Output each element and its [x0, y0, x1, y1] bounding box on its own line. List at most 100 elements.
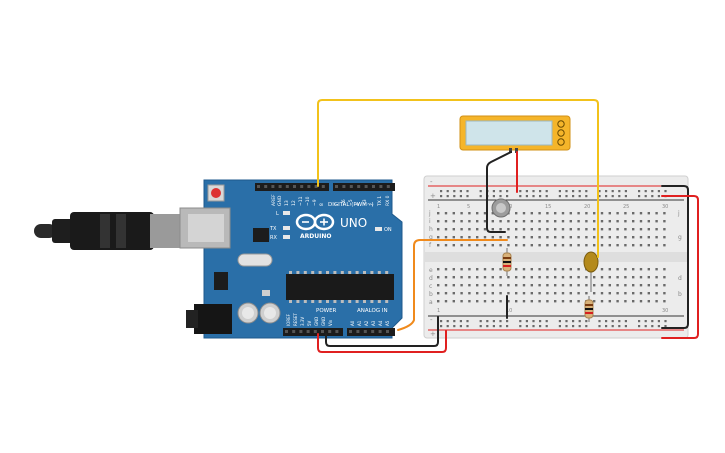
breadboard-rail-hole[interactable] [585, 190, 588, 193]
header-pin[interactable] [335, 185, 338, 188]
breadboard-hole[interactable] [647, 276, 650, 279]
breadboard-hole[interactable] [639, 276, 643, 279]
breadboard-hole[interactable] [569, 228, 572, 231]
breadboard-rail-hole[interactable] [453, 325, 456, 328]
breadboard-rail-hole[interactable] [578, 190, 581, 193]
breadboard-hole[interactable] [585, 244, 588, 247]
breadboard-hole[interactable] [546, 276, 549, 279]
breadboard-rail-hole[interactable] [532, 190, 535, 193]
breadboard-hole[interactable] [483, 228, 487, 231]
breadboard-hole[interactable] [593, 284, 596, 287]
breadboard-hole[interactable] [530, 268, 533, 271]
breadboard-hole[interactable] [491, 212, 494, 215]
breadboard-hole[interactable] [483, 236, 487, 239]
breadboard-hole[interactable] [452, 292, 455, 295]
breadboard-hole[interactable] [616, 300, 619, 303]
breadboard-hole[interactable] [444, 236, 448, 239]
breadboard-rail-hole[interactable] [585, 195, 588, 198]
breadboard-hole[interactable] [593, 236, 596, 239]
breadboard-hole[interactable] [522, 300, 526, 303]
breadboard-hole[interactable] [577, 268, 580, 271]
breadboard-hole[interactable] [561, 284, 565, 287]
breadboard-hole[interactable] [483, 292, 487, 295]
breadboard-hole[interactable] [569, 244, 572, 247]
breadboard-hole[interactable] [663, 300, 666, 303]
resistor[interactable] [502, 248, 512, 276]
breadboard-rail-hole[interactable] [532, 195, 535, 198]
resistor[interactable] [584, 296, 594, 322]
breadboard-hole[interactable] [624, 244, 627, 247]
breadboard-hole[interactable] [538, 300, 541, 303]
reset-button-cap[interactable] [211, 188, 221, 198]
breadboard-hole[interactable] [663, 276, 666, 279]
breadboard-hole[interactable] [608, 276, 611, 279]
breadboard-rail-hole[interactable] [519, 325, 522, 328]
breadboard-hole[interactable] [491, 236, 494, 239]
breadboard-hole[interactable] [624, 276, 627, 279]
breadboard-rail-hole[interactable] [519, 320, 522, 323]
breadboard-hole[interactable] [538, 292, 541, 295]
breadboard-hole[interactable] [608, 228, 611, 231]
analog-header[interactable] [347, 328, 395, 336]
potentiometer[interactable] [491, 198, 511, 218]
breadboard-hole[interactable] [476, 236, 479, 239]
breadboard-hole[interactable] [538, 244, 541, 247]
breadboard-hole[interactable] [437, 276, 440, 279]
breadboard-hole[interactable] [608, 236, 611, 239]
breadboard-hole[interactable] [476, 228, 479, 231]
breadboard-hole[interactable] [522, 244, 526, 247]
breadboard-rail-hole[interactable] [572, 190, 575, 193]
breadboard-hole[interactable] [577, 228, 580, 231]
breadboard-hole[interactable] [522, 276, 526, 279]
header-pin[interactable] [313, 330, 317, 333]
breadboard-hole[interactable] [569, 300, 572, 303]
breadboard-rail-hole[interactable] [446, 320, 449, 323]
breadboard-hole[interactable] [608, 284, 611, 287]
breadboard-rail-hole[interactable] [532, 320, 535, 323]
breadboard-rail-hole[interactable] [638, 190, 641, 193]
breadboard-hole[interactable] [444, 244, 448, 247]
breadboard-rail-hole[interactable] [638, 325, 641, 328]
breadboard-hole[interactable] [663, 220, 666, 223]
breadboard-rail-hole[interactable] [519, 190, 522, 193]
breadboard-hole[interactable] [530, 236, 533, 239]
breadboard-hole[interactable] [569, 212, 572, 215]
breadboard-hole[interactable] [639, 244, 643, 247]
header-pin[interactable] [349, 330, 352, 333]
header-pin[interactable] [264, 185, 268, 188]
breadboard-hole[interactable] [639, 212, 643, 215]
breadboard-hole[interactable] [616, 228, 619, 231]
breadboard-rail-hole[interactable] [486, 320, 489, 323]
breadboard-rail-hole[interactable] [605, 320, 608, 323]
breadboard-hole[interactable] [515, 292, 518, 295]
breadboard-hole[interactable] [600, 284, 604, 287]
breadboard-hole[interactable] [655, 276, 658, 279]
breadboard-hole[interactable] [639, 300, 643, 303]
breadboard-hole[interactable] [624, 268, 627, 271]
breadboard-rail-hole[interactable] [585, 325, 588, 328]
breadboard-hole[interactable] [569, 268, 572, 271]
breadboard-hole[interactable] [460, 236, 463, 239]
breadboard-rail-hole[interactable] [525, 195, 528, 198]
breadboard-hole[interactable] [593, 212, 596, 215]
header-pin[interactable] [356, 330, 360, 333]
breadboard-rail-hole[interactable] [558, 195, 561, 198]
breadboard-hole[interactable] [593, 220, 596, 223]
breadboard-rail-hole[interactable] [558, 325, 561, 328]
breadboard-hole[interactable] [468, 228, 471, 231]
breadboard-rail-hole[interactable] [459, 325, 462, 328]
breadboard-rail-hole[interactable] [545, 325, 548, 328]
breadboard-hole[interactable] [460, 212, 463, 215]
breadboard-hole[interactable] [530, 228, 533, 231]
breadboard-hole[interactable] [460, 284, 463, 287]
breadboard-hole[interactable] [546, 236, 549, 239]
breadboard-hole[interactable] [616, 268, 619, 271]
breadboard-hole[interactable] [561, 300, 565, 303]
header-pin[interactable] [378, 330, 382, 333]
breadboard-hole[interactable] [437, 244, 440, 247]
breadboard-hole[interactable] [600, 220, 604, 223]
breadboard-hole[interactable] [437, 300, 440, 303]
breadboard-hole[interactable] [452, 236, 455, 239]
breadboard-hole[interactable] [624, 284, 627, 287]
breadboard-hole[interactable] [468, 284, 471, 287]
